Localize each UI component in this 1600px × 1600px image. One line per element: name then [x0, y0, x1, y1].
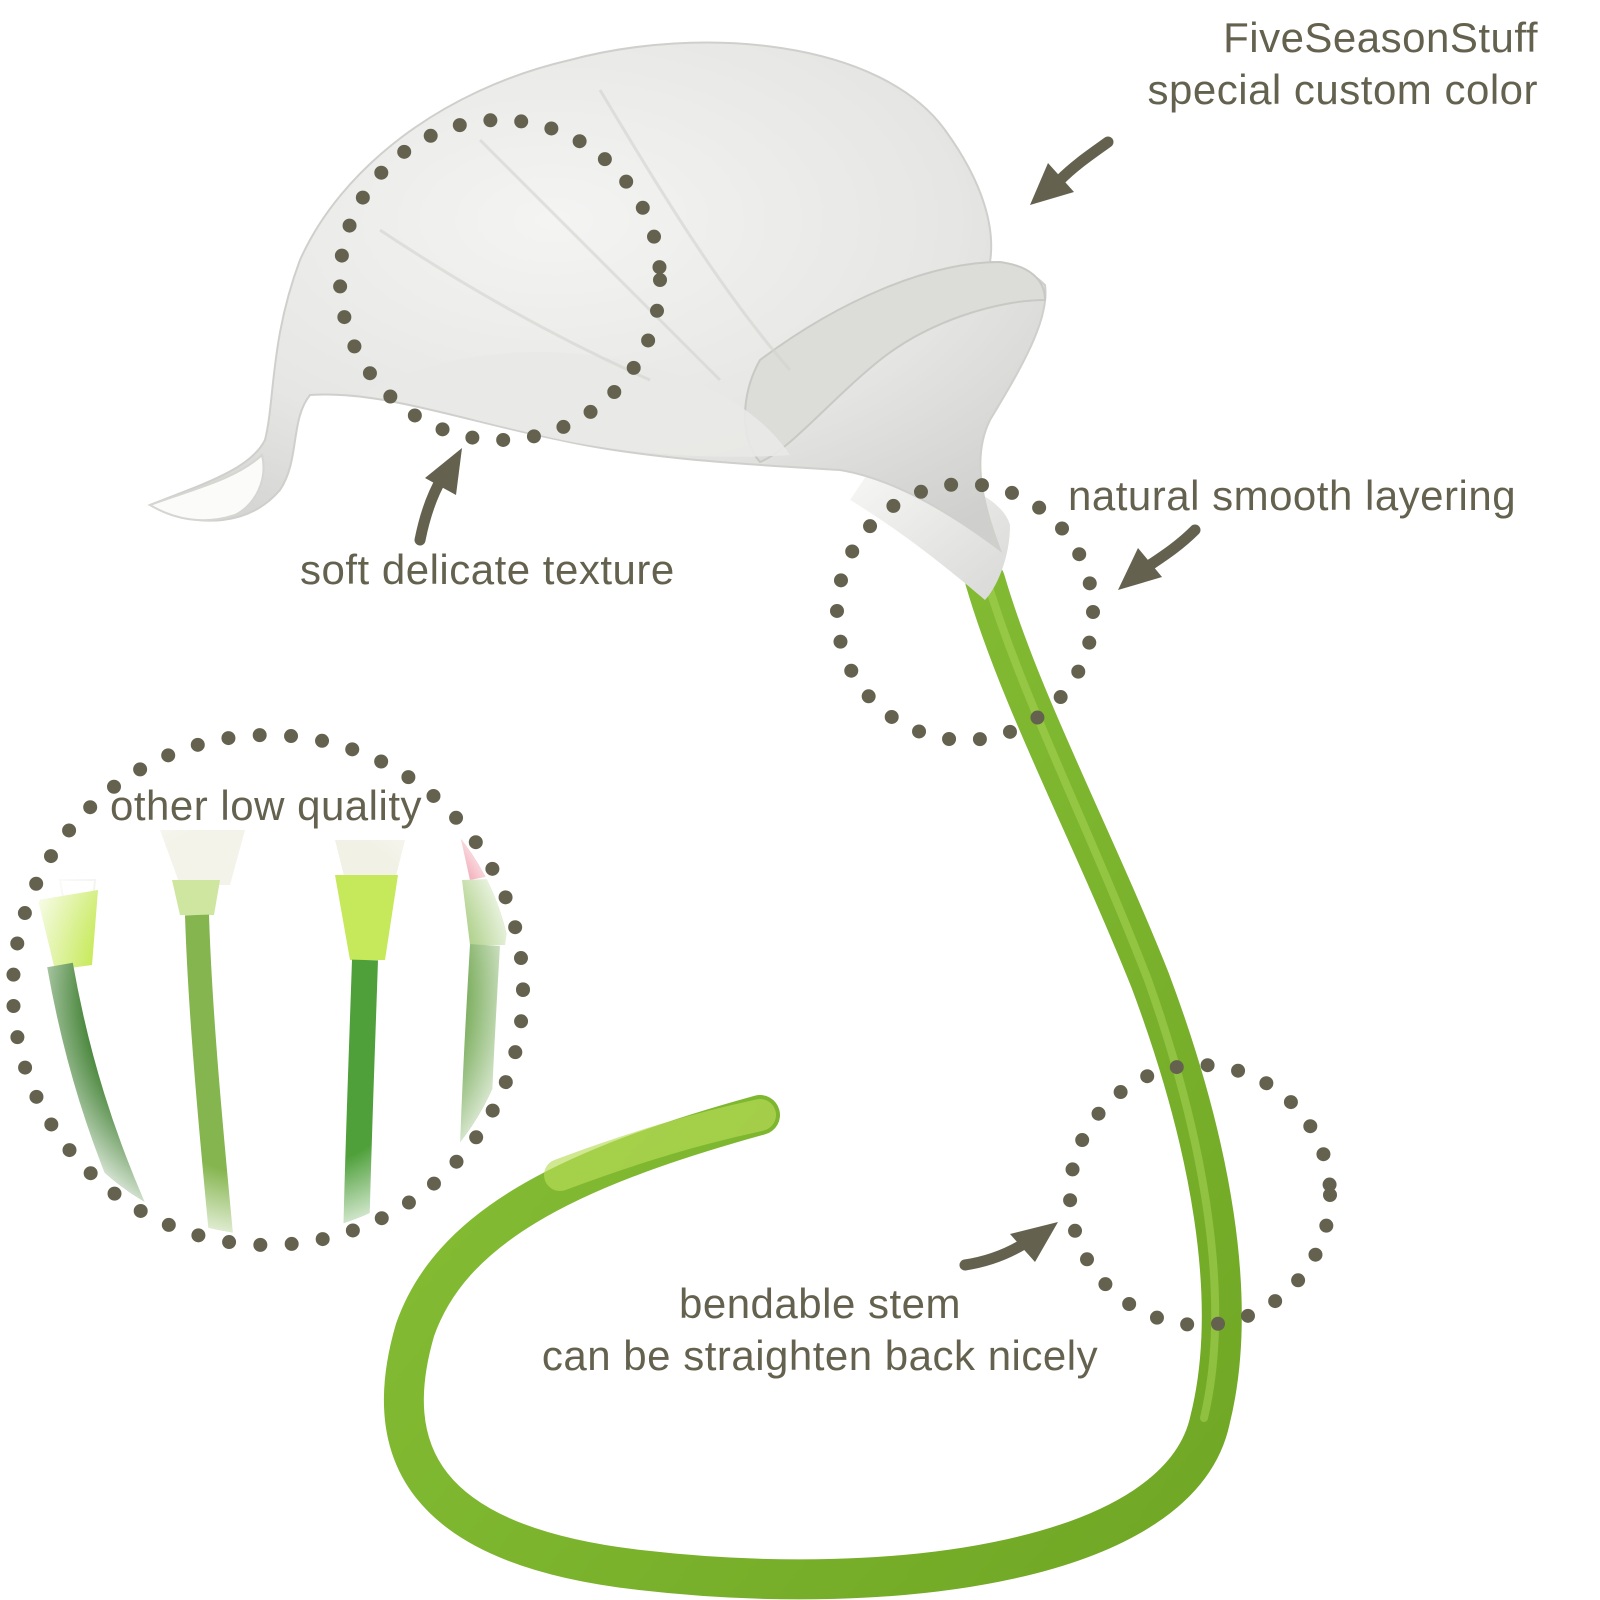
- dotted-circle-icon: [830, 477, 1100, 747]
- dotted-circle-icon: [6, 728, 530, 1252]
- stem-callout: bendable stem can be straighten back nic…: [520, 1278, 1120, 1382]
- straighten-label: can be straighten back nicely: [541, 1332, 1099, 1379]
- curved-arrow-icon: [1030, 136, 1114, 205]
- curved-arrow-icon: [1118, 524, 1201, 590]
- dotted-circle-icon: [333, 113, 667, 447]
- brand-callout: FiveSeasonStuff special custom color: [1148, 12, 1538, 116]
- dotted-circle-icon: [1063, 1058, 1337, 1332]
- texture-label: soft delicate texture: [300, 546, 675, 593]
- calla-flower: [147, 41, 1047, 600]
- curved-arrow-icon: [414, 448, 462, 546]
- low-quality-label: other low quality: [110, 782, 422, 829]
- brand-name: FiveSeasonStuff: [1223, 14, 1538, 61]
- custom-color-label: special custom color: [1147, 66, 1538, 113]
- bendable-stem-label: bendable stem: [678, 1280, 962, 1327]
- low-quality-comparison-photo: [23, 745, 513, 1235]
- curved-arrow-icon: [959, 1222, 1058, 1271]
- stem: [383, 560, 1242, 1600]
- layering-label: natural smooth layering: [1068, 472, 1517, 519]
